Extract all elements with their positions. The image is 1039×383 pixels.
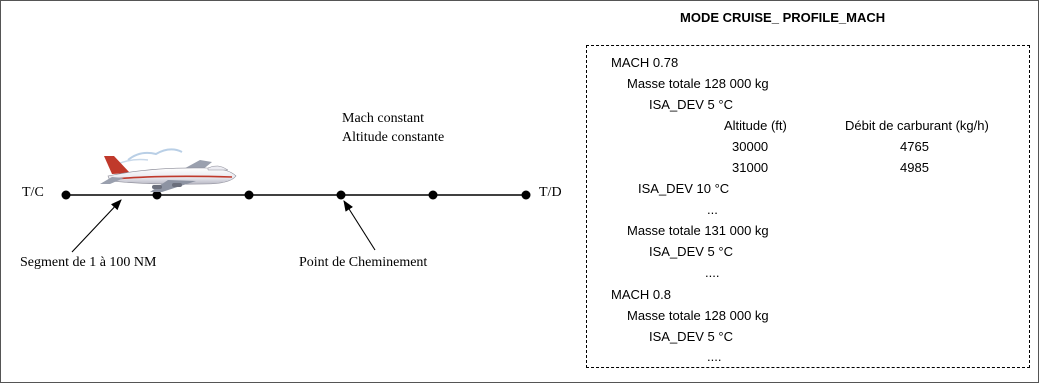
waypoint-dot [336,190,346,200]
row-fuel-4985: 4985 [900,160,929,175]
isa-dev-5: ISA_DEV 5 °C [649,244,733,259]
ellipsis: ... [707,202,718,217]
mach-08: MACH 0.8 [611,287,671,302]
isa-dev-5: ISA_DEV 5 °C [649,329,733,344]
waypoint-dot [244,190,254,200]
waypoint-dot [428,190,438,200]
end-label-td: T/D [539,185,562,200]
row-altitude-31000: 31000 [732,160,769,175]
ellipsis: .... [705,265,720,280]
waypoint-label: Point de Cheminement [299,255,428,270]
column-header-altitude: Altitude (ft) [724,118,787,133]
airplane-icon [100,148,237,192]
start-label-tc: T/C [22,185,44,200]
waypoint-td [521,190,531,200]
isa-dev-5: ISA_DEV 5 °C [649,97,733,112]
segment-arrow [71,199,122,253]
row-altitude-30000: 30000 [732,139,769,154]
mass-128000: Masse totale 128 000 kg [627,308,769,323]
profile-box [586,45,1030,368]
waypoint-arrow [343,200,376,251]
mass-131000: Masse totale 131 000 kg [627,223,769,238]
mass-128000: Masse totale 128 000 kg [627,76,769,91]
waypoint-dot [152,190,162,200]
waypoint-tc [61,190,71,200]
column-header-fuel-flow: Débit de carburant (kg/h) [845,118,989,133]
isa-dev-10: ISA_DEV 10 °C [638,181,730,196]
profile-title: MODE CRUISE_ PROFILE_MACH [680,10,886,25]
row-fuel-4765: 4765 [900,139,929,154]
segment-label: Segment de 1 à 100 NM [20,255,157,270]
ellipsis: .... [707,349,722,364]
flight-path-diagram [61,148,531,253]
annotation-mach: Mach constant [342,111,425,126]
mach-078: MACH 0.78 [611,55,679,70]
annotation-altitude: Altitude constante [342,130,445,145]
